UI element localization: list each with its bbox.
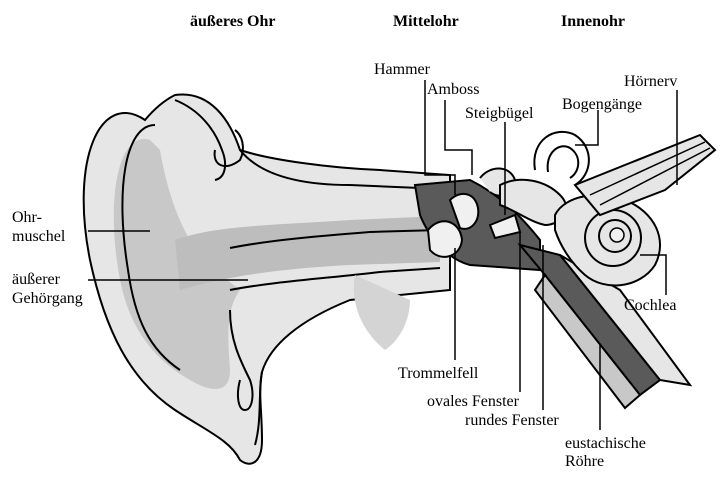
header-inner-ear: Innenohr [561, 12, 625, 31]
auditory-nerve [575, 135, 715, 215]
label-eustachische-line1: eustachische [565, 434, 646, 453]
label-trommelfell: Trommelfell [398, 364, 478, 383]
label-steigbuegel: Steigbügel [465, 104, 533, 123]
leader-bogengaenge [575, 110, 598, 145]
label-hoernerv: Hörnerv [624, 72, 677, 91]
label-rundes-fenster: rundes Fenster [465, 411, 559, 430]
header-middle-ear: Mittelohr [393, 12, 459, 31]
label-gehoergang-line2: Gehörgang [12, 289, 83, 308]
auricle [84, 94, 450, 463]
label-eustachische-line2: Röhre [565, 452, 604, 471]
label-bogengaenge: Bogengänge [562, 95, 642, 114]
label-cochlea: Cochlea [624, 296, 676, 315]
header-outer-ear: äußeres Ohr [190, 12, 275, 31]
label-hammer: Hammer [374, 60, 430, 79]
label-ohrmuschel-line2: muschel [12, 227, 65, 246]
label-gehoergang-line1: äußerer [12, 270, 60, 289]
label-ovales-fenster: ovales Fenster [427, 392, 519, 411]
label-ohrmuschel-line1: Ohr- [12, 208, 42, 227]
label-amboss: Amboss [427, 80, 479, 99]
